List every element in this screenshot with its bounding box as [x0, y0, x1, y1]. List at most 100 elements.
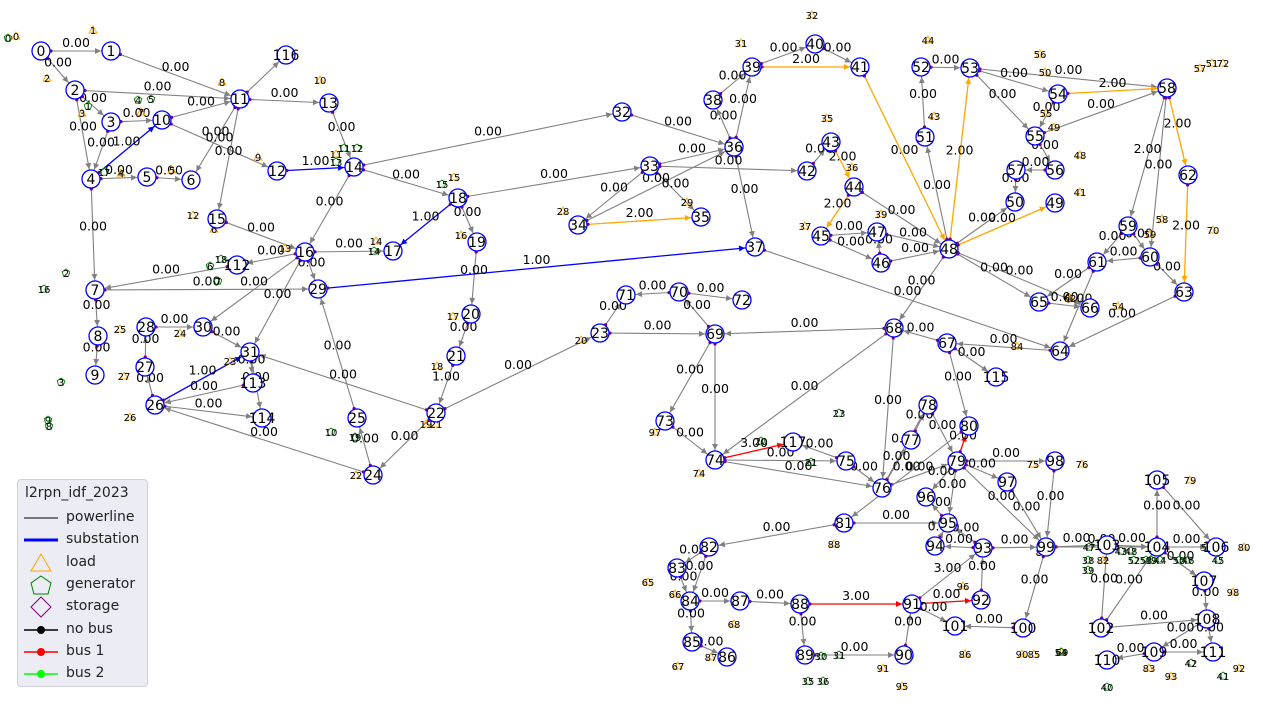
substation-label: 23 — [591, 326, 609, 342]
substation-circle — [81, 169, 101, 189]
flow-label: 0.00 — [329, 367, 357, 382]
load-marker: 5 — [167, 165, 177, 177]
generator-marker: 18 — [215, 254, 227, 266]
load-label: 74 — [693, 469, 706, 480]
generator-marker: 42 — [1185, 658, 1197, 670]
flow-label: 0.00 — [729, 91, 757, 106]
generator-label: 21 — [805, 458, 818, 469]
generator-label: 49 — [1145, 556, 1158, 567]
substation-label: 113 — [240, 376, 267, 392]
load-marker: 55 — [1040, 108, 1052, 120]
flow-label: 2.00 — [946, 143, 974, 158]
legend-label: storage — [66, 598, 120, 615]
flow-label: 0.00 — [662, 176, 690, 191]
flow-arrow — [272, 61, 279, 69]
load-label: 29 — [681, 198, 694, 209]
load-icon — [923, 35, 933, 44]
powerline-segment — [948, 67, 971, 250]
legend-label: no bus — [66, 620, 113, 637]
flow-arrow — [718, 541, 726, 548]
substation: 100 — [1010, 618, 1036, 638]
generator-marker: 41 — [1217, 671, 1229, 683]
substation-label: 116 — [273, 48, 300, 64]
generator-icon — [1186, 658, 1196, 667]
load-icon — [1234, 663, 1244, 672]
powerline-segment — [1059, 291, 1185, 352]
substation: 41 — [850, 57, 870, 77]
legend-label: substation — [66, 531, 140, 548]
load-marker: 20 — [575, 335, 587, 347]
substation: 79 — [947, 451, 967, 471]
flow-label: 0.00 — [909, 86, 937, 101]
powerline-segment — [90, 178, 96, 291]
flow-arrow — [1138, 242, 1145, 249]
flow-label: 0.00 — [696, 634, 724, 649]
flow-arrow — [946, 445, 953, 453]
load-label: 90 — [1016, 650, 1029, 661]
generator-label: 7 — [215, 277, 221, 288]
generator-marker: 50 — [1173, 555, 1185, 567]
load-label: 6 — [211, 225, 217, 236]
flow-arrow — [147, 126, 155, 133]
generator-marker: 21 — [805, 457, 818, 469]
load-marker: 3 — [77, 108, 87, 120]
substation-label: 79 — [948, 454, 966, 470]
flow-arrow — [380, 461, 387, 468]
flow-label: 0.00 — [1145, 157, 1173, 172]
flow-arrow — [1044, 530, 1051, 538]
load-marker: 44 — [922, 35, 934, 47]
substation: 15 — [207, 209, 227, 229]
substation-label: 102 — [1088, 621, 1115, 637]
flow-arrow — [261, 161, 268, 168]
legend-item: bus 1 — [18, 641, 149, 663]
powerline-segment — [956, 460, 1047, 548]
substation: 63 — [1174, 282, 1194, 302]
powerline — [249, 351, 437, 414]
flow-arrow — [700, 447, 708, 454]
flow-label: 0.00 — [939, 476, 967, 491]
substation: 9 — [85, 365, 105, 385]
load-label: 70 — [1207, 226, 1220, 237]
substation: 58 — [1157, 78, 1177, 98]
flow-arrow — [880, 471, 887, 479]
flow-arrow — [635, 291, 643, 298]
substation: 51 — [915, 127, 935, 147]
flow-arrow — [1103, 247, 1110, 255]
substation: 34 — [568, 215, 588, 235]
generator-icon — [1155, 555, 1165, 564]
flow-label: 0.00 — [1167, 548, 1195, 563]
flow-arrow — [968, 554, 976, 561]
load-marker: 15 — [448, 172, 460, 184]
generator-label: 46 — [1182, 556, 1195, 567]
substation-label: 25 — [348, 411, 366, 427]
flow-arrow — [716, 109, 723, 116]
load-label: 48 — [1074, 151, 1087, 162]
substation: 88 — [790, 594, 810, 614]
load-icon — [188, 210, 198, 219]
load-icon — [694, 468, 704, 477]
powerline-segment — [216, 98, 241, 220]
flow-arrow — [400, 238, 408, 245]
substation-label: 0 — [37, 44, 46, 60]
legend-swatch — [30, 596, 52, 618]
load-label: 65 — [642, 578, 655, 589]
flow-label: 0.00 — [271, 85, 299, 100]
flow-label: 0.00 — [975, 611, 1003, 626]
load-marker: 75 — [1027, 459, 1039, 471]
flow-label: 0.00 — [992, 445, 1020, 460]
substation-label: 52 — [912, 60, 930, 76]
flow-arrow — [844, 171, 850, 179]
flow-label: 2.00 — [792, 51, 820, 66]
generator-icon — [339, 143, 349, 152]
flow-label: 1.00 — [412, 209, 440, 224]
substation: 73 — [655, 411, 675, 431]
flow-label: 0.00 — [155, 163, 183, 178]
load-icon — [448, 311, 458, 320]
load-marker: 68 — [728, 619, 740, 631]
legend-dot — [37, 625, 45, 634]
substation: 42 — [797, 161, 817, 181]
substation: 20 — [461, 304, 481, 324]
flow-arrow — [1203, 533, 1210, 540]
flow-arrow — [1102, 554, 1109, 562]
powerline — [89, 178, 98, 291]
